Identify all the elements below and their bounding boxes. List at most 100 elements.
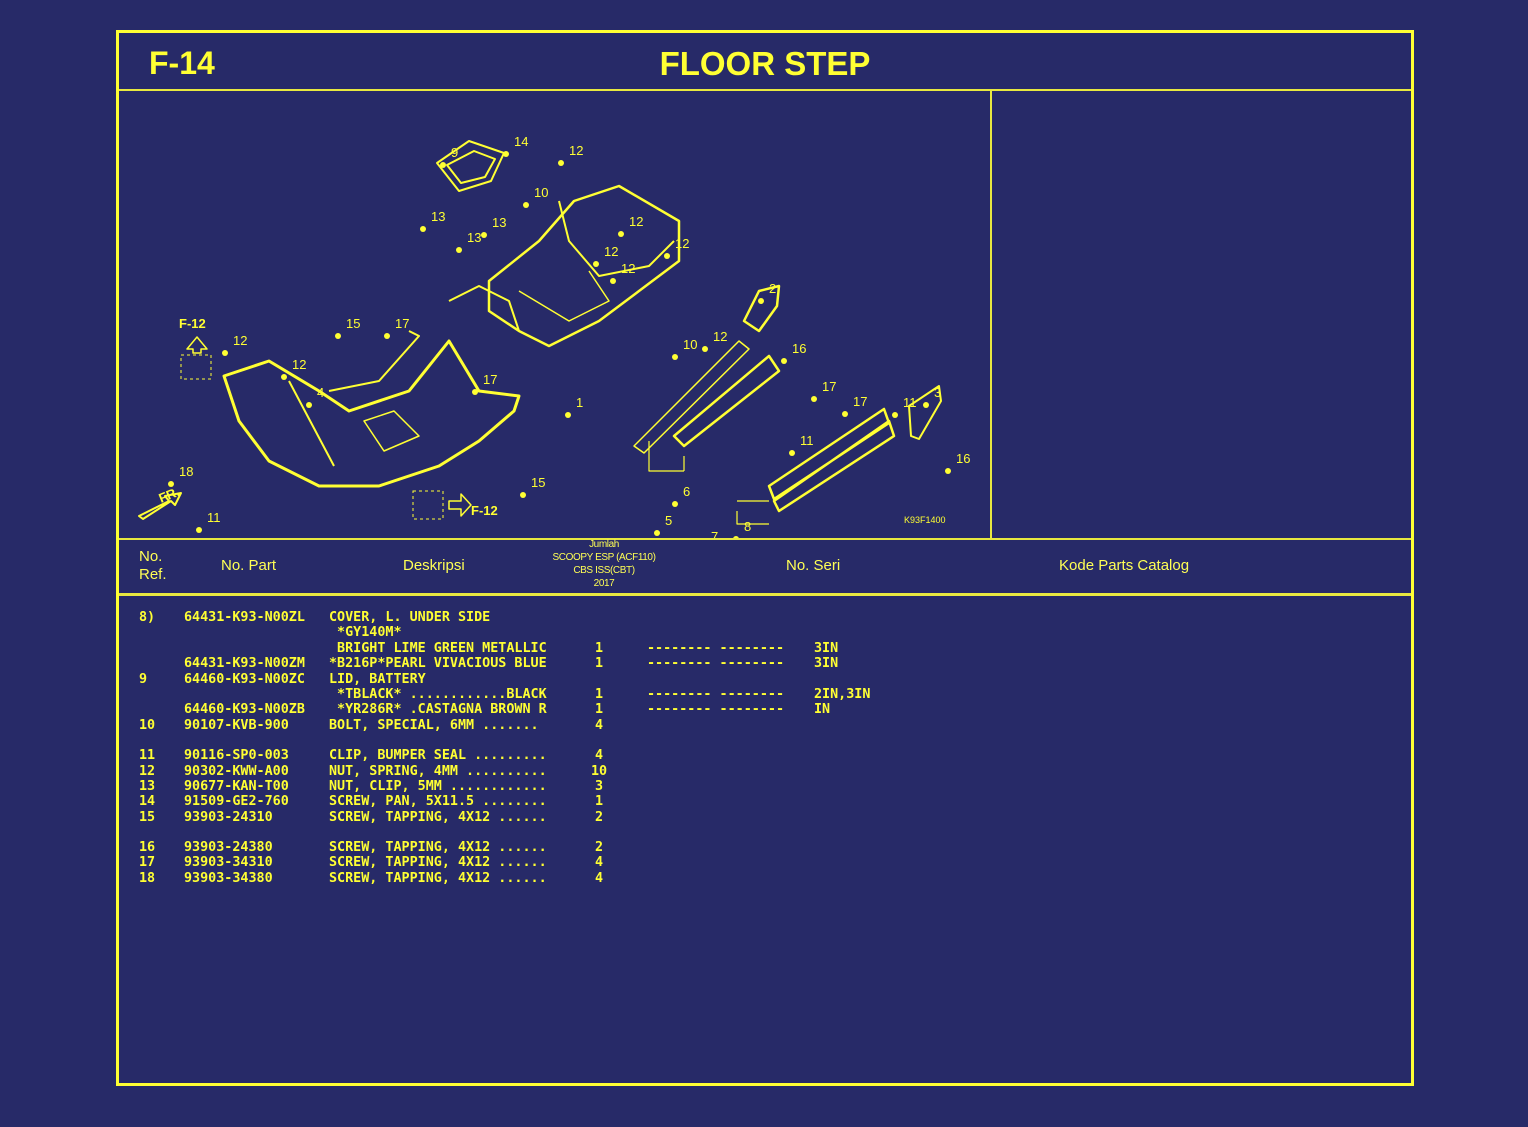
callout-label: 18 <box>179 464 193 479</box>
ref-no: 12 <box>139 763 156 779</box>
ref-no: 11 <box>139 748 156 764</box>
fastener-icon <box>281 374 287 380</box>
part-number: 90107-KVB-900 <box>184 717 289 733</box>
description: *TBLACK* ............BLACK <box>329 686 547 702</box>
part-number: 64431-K93-N00ZM <box>184 656 305 672</box>
callout-label: 16 <box>792 341 806 356</box>
callout-label: 12 <box>292 357 306 372</box>
fastener-icon <box>664 253 670 259</box>
part-outline <box>448 285 520 332</box>
ref-box <box>412 490 444 520</box>
fastener-icon <box>593 261 599 267</box>
table-row: 64431-K93-N00ZM *B216P*PEARL VIVACIOUS BL… <box>119 656 1411 671</box>
callout-label: 12 <box>713 329 727 344</box>
header-ref-line: Ref. <box>139 566 167 583</box>
fastener-icon <box>520 492 526 498</box>
divider <box>990 91 992 539</box>
fastener-icon <box>781 358 787 364</box>
fastener-icon <box>923 402 929 408</box>
part-number: 93903-34310 <box>184 855 273 871</box>
fastener-icon <box>892 412 898 418</box>
quantity: 4 <box>594 855 604 871</box>
fastener-icon <box>945 468 951 474</box>
fastener-icon <box>503 151 509 157</box>
fastener-icon <box>618 231 624 237</box>
ref-no: 8) <box>139 610 156 625</box>
callout-label: 1 <box>576 395 583 410</box>
fastener-icon <box>335 333 341 339</box>
fastener-icon <box>306 402 312 408</box>
ref-no: 15 <box>139 809 156 825</box>
callout-label: 13 <box>431 209 445 224</box>
quantity: 4 <box>594 870 604 886</box>
part-outline <box>448 493 472 517</box>
quantity: 2 <box>594 840 604 856</box>
row-gap <box>119 825 1411 840</box>
part-number: 93903-34380 <box>184 870 273 886</box>
callout-label: 16 <box>956 451 970 466</box>
row-gap <box>119 733 1411 748</box>
callout-label: 11 <box>207 510 221 525</box>
fastener-icon <box>472 389 478 395</box>
serial-range: -------- -------- <box>647 702 785 718</box>
header-qty-line: SCOOPY ESP (ACF110) <box>552 552 656 563</box>
part-number: 90302-KWW-A00 <box>184 763 289 779</box>
fastener-icon <box>456 247 462 253</box>
part-number: 64431-K93-N00ZL <box>184 610 305 625</box>
part-outline <box>288 330 420 467</box>
description: LID, BATTERY <box>329 671 426 687</box>
header-qty-line: Jumlah <box>589 539 619 550</box>
callout-label: 15 <box>346 316 360 331</box>
callout-label: 2 <box>769 281 776 296</box>
header-ref-line: No. <box>139 548 163 565</box>
part-outline <box>633 340 750 454</box>
description: BRIGHT LIME GREEN METALLIC <box>329 640 547 656</box>
callout-label: 12 <box>604 244 618 259</box>
part-outline <box>558 200 675 277</box>
serial-code: 3IN <box>814 640 839 656</box>
callout-label: 6 <box>683 484 690 499</box>
serial-code: IN <box>814 702 831 718</box>
quantity: 4 <box>594 717 604 733</box>
part-outline <box>222 339 521 488</box>
part-number: 64460-K93-N00ZB <box>184 702 305 718</box>
fastener-icon <box>168 481 174 487</box>
part-outline <box>363 410 420 452</box>
table-row: *GY140M* <box>119 625 1411 640</box>
part-outline <box>186 336 208 354</box>
part-number: 91509-GE2-760 <box>184 794 289 810</box>
ref-no: 14 <box>139 794 156 810</box>
part-outline <box>518 270 610 322</box>
description: CLIP, BUMPER SEAL ......... <box>329 748 547 764</box>
fastener-icon <box>565 412 571 418</box>
fastener-icon <box>842 411 848 417</box>
callout-label: 5 <box>665 513 672 528</box>
part-outline <box>138 492 182 520</box>
fastener-icon <box>654 530 660 536</box>
description: *B216P*PEARL VIVACIOUS BLUE <box>329 656 547 672</box>
ref-box <box>180 354 212 380</box>
quantity: 3 <box>594 778 604 794</box>
fastener-icon <box>196 527 202 533</box>
quantity: 4 <box>594 748 604 764</box>
description: SCREW, TAPPING, 4X12 ...... <box>329 809 547 825</box>
callout-label: 10 <box>534 185 548 200</box>
serial-range: -------- -------- <box>647 640 785 656</box>
callout-label: 12 <box>675 236 689 251</box>
quantity: 1 <box>594 702 604 718</box>
part-number: 93903-24380 <box>184 840 273 856</box>
callout-label: 12 <box>233 333 247 348</box>
quantity: 10 <box>590 763 608 779</box>
description: NUT, CLIP, 5MM ............ <box>329 778 547 794</box>
part-number: 90677-KAN-T00 <box>184 778 289 794</box>
description: SCREW, TAPPING, 4X12 ...... <box>329 840 547 856</box>
part-outline <box>436 140 505 192</box>
callout-label: 17 <box>822 379 836 394</box>
callout-label: 9 <box>451 145 458 160</box>
callout-label: 14 <box>514 134 528 149</box>
